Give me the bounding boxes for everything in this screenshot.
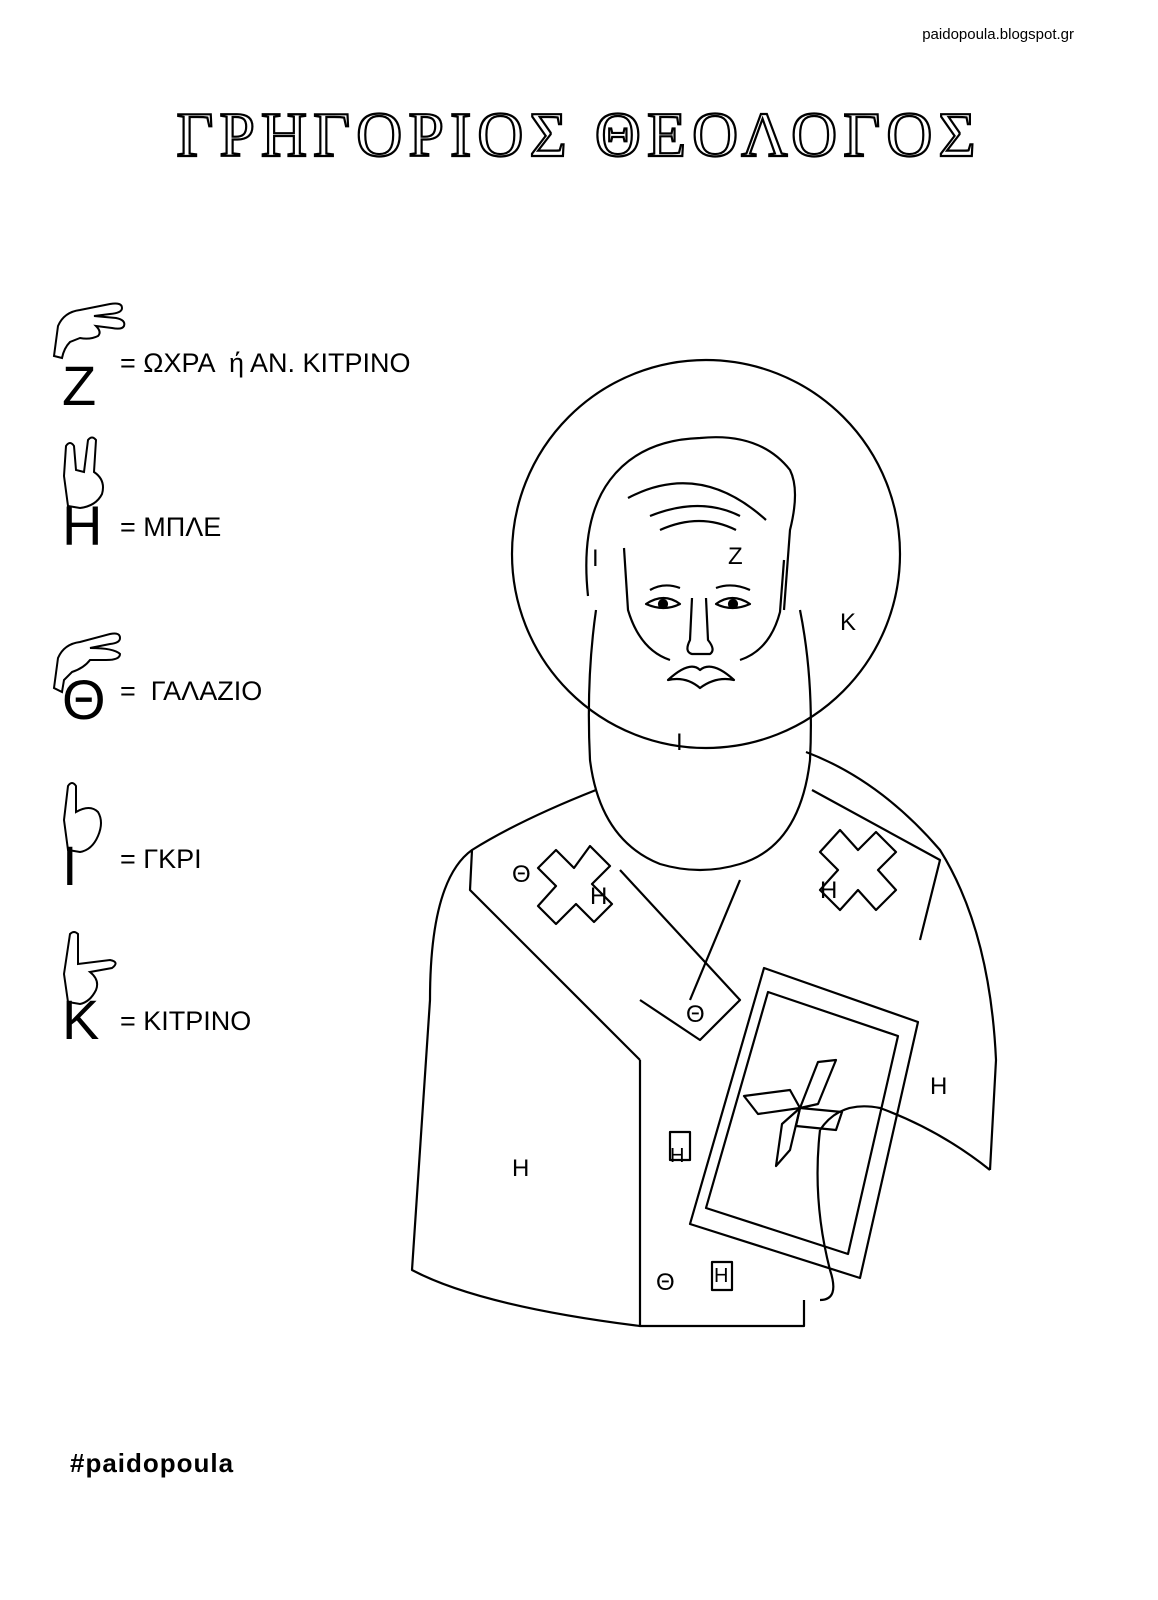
legend-label: = ΚΙΤΡΙΝΟ (120, 1006, 252, 1036)
code-label: Θ (512, 861, 531, 888)
code-label: Η (670, 1145, 684, 1167)
legend-label: = ΓΑΛΑΖΙΟ (120, 676, 263, 706)
sign-language-h-hand-icon (62, 436, 104, 510)
code-label: Κ (840, 609, 856, 636)
halo (510, 358, 902, 750)
legend-letter: Z (62, 354, 97, 417)
legend-item-i: Ι = ΓΚΡΙ (50, 780, 510, 910)
code-label: Ι (592, 545, 599, 572)
code-label: Ι (676, 729, 683, 756)
legend-label: = ΓΚΡΙ (120, 844, 202, 874)
legend-letter: Ι (62, 834, 78, 897)
code-label: Η (930, 1073, 947, 1100)
legend-item-h: Η = ΜΠΛΕ (50, 436, 510, 566)
sign-language-i-hand-icon (62, 782, 102, 854)
code-label: Η (512, 1155, 529, 1182)
legend-label: = ΜΠΛΕ (120, 512, 222, 542)
legend-label: = ΩΧΡΑ ή ΑΝ. ΚΙΤΡΙΝΟ (120, 348, 411, 378)
sign-language-z-hand-icon (52, 302, 126, 360)
site-url: paidopoula.blogspot.gr (922, 26, 1074, 43)
code-label: Θ (656, 1269, 675, 1296)
legend-item-theta: Θ = ΓΑΛΑΖΙΟ (50, 628, 510, 758)
legend-item-z: Z = ΩΧΡΑ ή ΑΝ. ΚΙΤΡΙΝΟ (50, 296, 510, 426)
code-label: Η (714, 1265, 728, 1287)
page-title: ΓΡΗΓΟΡΙΟΣ ΘΕΟΛΟΓΟΣ (175, 98, 981, 171)
legend-letter: Κ (62, 988, 100, 1051)
gospel-book (688, 966, 920, 1280)
sign-language-theta-hand-icon (52, 632, 122, 694)
code-label: Η (590, 883, 607, 910)
page-title-text: ΓΡΗΓΟΡΙΟΣ ΘΕΟΛΟΓΟΣ (176, 99, 981, 170)
code-label: Z (728, 543, 743, 570)
sign-language-k-hand-icon (62, 931, 117, 1006)
legend-item-k: Κ = ΚΙΤΡΙΝΟ (50, 930, 510, 1060)
code-label: Θ (686, 1001, 705, 1028)
legend-letter: Η (62, 494, 103, 557)
legend-letter: Θ (62, 668, 106, 731)
code-label: Η (820, 877, 837, 904)
hashtag: #paidopoula (70, 1448, 235, 1478)
